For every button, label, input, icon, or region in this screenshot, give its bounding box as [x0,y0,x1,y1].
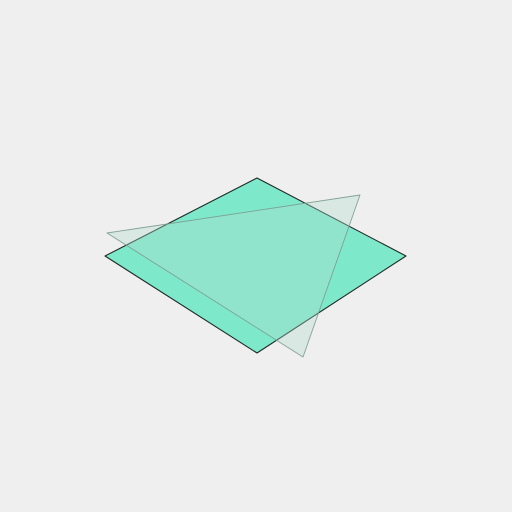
triangle-plane [106,194,361,358]
